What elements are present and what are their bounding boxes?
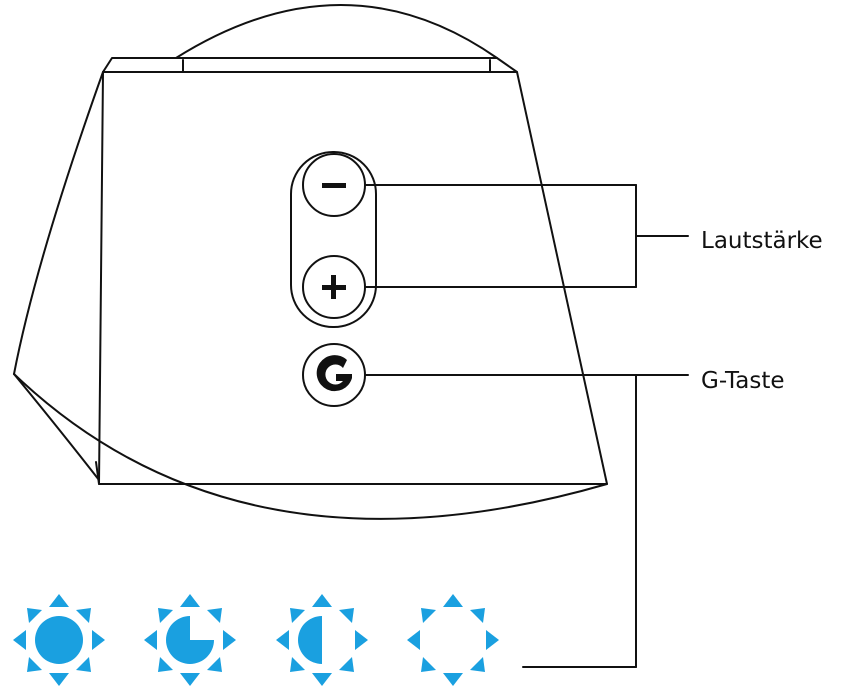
volume-leader-line — [365, 184, 689, 288]
g-key-label: G-Taste — [701, 368, 785, 394]
logitech-g-icon — [316, 355, 352, 392]
sun-full-icon — [13, 594, 105, 686]
plus-icon — [322, 275, 346, 299]
lighting-states — [13, 594, 499, 686]
g-key-button[interactable] — [302, 343, 366, 407]
volume-rocker — [290, 151, 377, 328]
sun-empty-icon — [407, 594, 499, 686]
sun-three-quarter-icon — [144, 594, 236, 686]
minus-icon — [322, 183, 346, 188]
sun-half-icon — [276, 594, 368, 686]
g-key-leader-line — [365, 374, 689, 668]
speaker-body — [13, 4, 608, 520]
volume-label: Lautstärke — [701, 228, 823, 254]
